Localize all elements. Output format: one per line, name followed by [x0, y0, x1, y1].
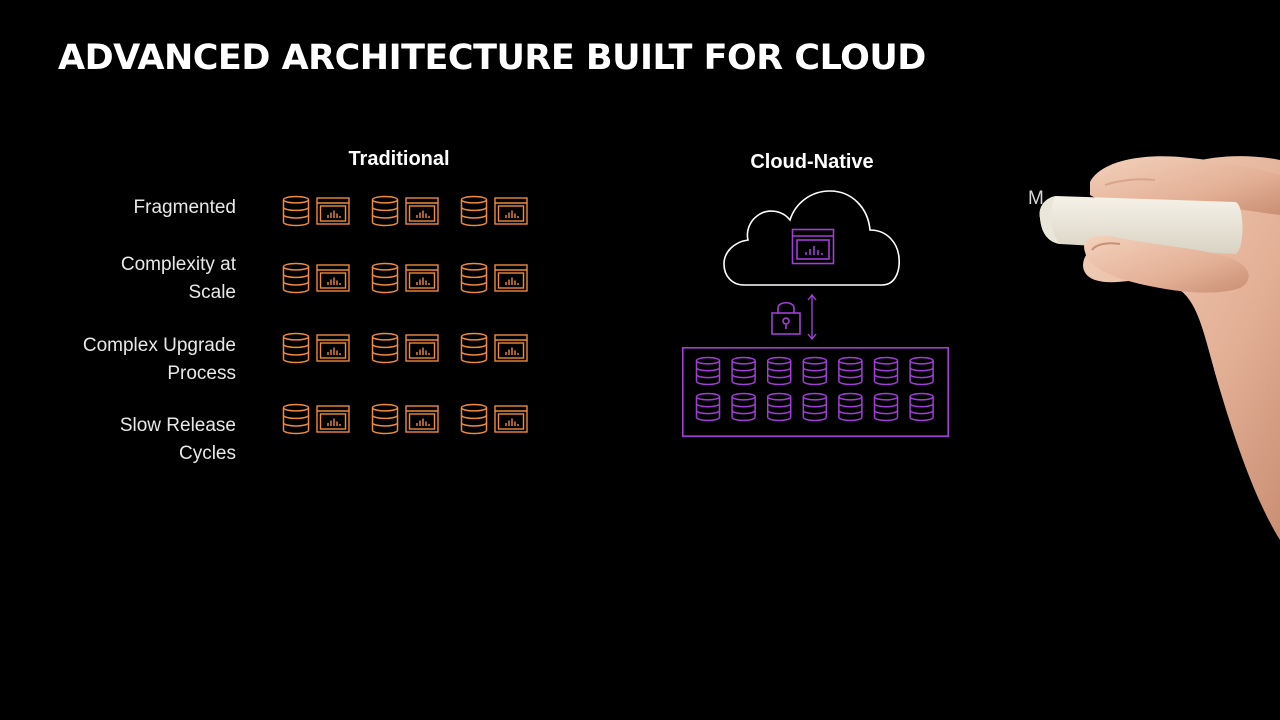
database-icon: [282, 262, 310, 294]
database-icon: [282, 332, 310, 364]
database-icon: [282, 403, 310, 435]
database-icon: [731, 356, 756, 386]
database-icon: [802, 392, 828, 422]
slide-title: ADVANCED ARCHITECTURE BUILT FOR CLOUD: [58, 38, 926, 78]
row-label-line: Scale: [188, 282, 236, 303]
dashboard-window-icon: [494, 264, 528, 292]
database-icon: [909, 392, 934, 422]
database-icon: [838, 392, 863, 422]
icon-row-complexity: [282, 261, 532, 295]
dashboard-window-icon: [316, 197, 350, 225]
row-label-line: Slow Release: [119, 415, 236, 436]
row-label-complex-upgrade: Complex Upgrade Process: [16, 332, 236, 388]
dashboard-window-icon: [316, 334, 350, 362]
cloud-icon: [723, 190, 900, 286]
partial-text: M: [1028, 188, 1044, 209]
icon-row-fragmented: [282, 194, 532, 228]
chalk-hand-image: [1039, 156, 1280, 540]
dashboard-window-icon: [405, 197, 439, 225]
database-icon: [460, 403, 488, 435]
row-label-slow-release: Slow Release Cycles: [16, 412, 236, 468]
database-icon: [371, 195, 399, 227]
dashboard-window-icon: [494, 334, 528, 362]
dashboard-window-icon: [316, 264, 350, 292]
database-icon: [802, 356, 828, 386]
row-label-line: Fragmented: [133, 197, 236, 218]
cloud-native-db-cluster: [682, 347, 949, 437]
database-icon: [873, 356, 899, 386]
icon-row-release: [282, 402, 532, 436]
database-icon: [873, 392, 899, 422]
database-icon: [282, 195, 310, 227]
row-label-complexity-at-scale: Complexity at Scale: [16, 251, 236, 307]
row-label-line: Cycles: [178, 443, 236, 464]
database-icon: [909, 356, 934, 386]
database-icon: [371, 262, 399, 294]
lock-icon: [771, 301, 801, 335]
dashboard-window-icon: [405, 264, 439, 292]
database-icon: [460, 195, 488, 227]
database-icon: [695, 392, 721, 422]
database-icon: [766, 392, 792, 422]
traditional-heading: Traditional: [348, 148, 450, 170]
db-cluster-border: [682, 347, 949, 437]
dashboard-window-icon: [494, 405, 528, 433]
row-label-fragmented: Fragmented: [16, 194, 236, 222]
dashboard-window-icon: [791, 228, 835, 265]
database-icon: [695, 356, 721, 386]
dashboard-window-icon: [316, 405, 350, 433]
database-icon: [731, 392, 756, 422]
database-icon: [371, 332, 399, 364]
bidirectional-arrow-icon: [807, 293, 817, 341]
database-icon: [460, 332, 488, 364]
database-icon: [766, 356, 792, 386]
database-icon: [838, 356, 863, 386]
cloud-native-heading: Cloud-Native: [750, 151, 874, 173]
db-grid-frame: [682, 347, 949, 437]
database-icon: [371, 403, 399, 435]
database-icon: [460, 262, 488, 294]
dashboard-window-icon: [494, 197, 528, 225]
row-label-line: Complexity at: [120, 254, 236, 275]
dashboard-window-icon: [405, 334, 439, 362]
icon-row-upgrade: [282, 331, 532, 365]
row-label-line: Process: [167, 363, 236, 384]
row-label-line: Complex Upgrade: [82, 335, 236, 356]
dashboard-window-icon: [405, 405, 439, 433]
